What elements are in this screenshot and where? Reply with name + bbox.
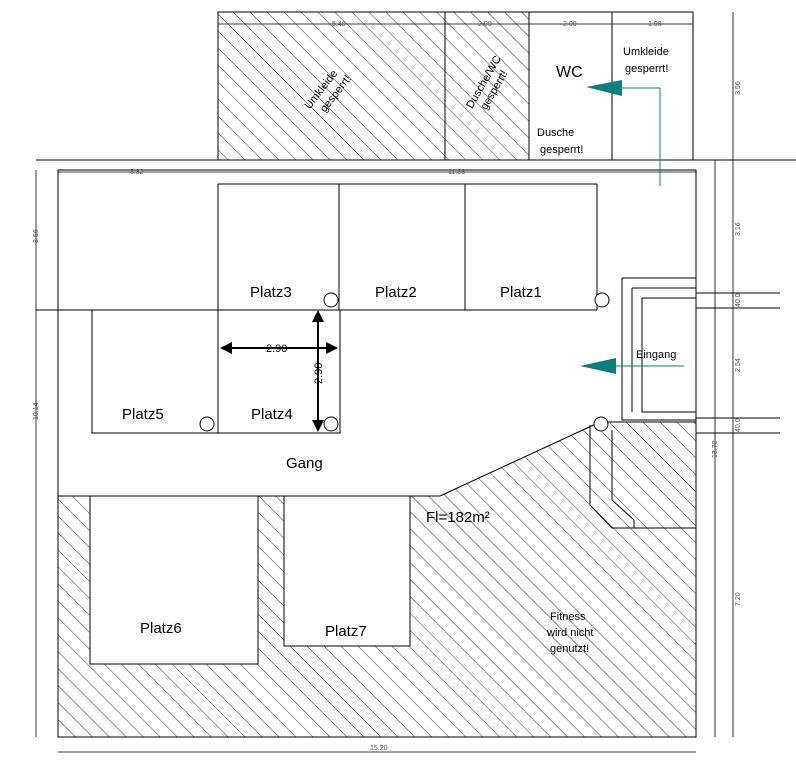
svg-text:Fitness: Fitness (550, 611, 586, 623)
label-platz1: Platz1 (500, 284, 542, 301)
label-platz5: Platz5 (122, 406, 164, 423)
label-area: Fl=182m² (426, 509, 490, 526)
svg-text:40.0: 40.0 (735, 293, 742, 307)
label-platz7: Platz7 (325, 623, 367, 640)
main-walls (36, 169, 780, 738)
svg-text:5.40: 5.40 (332, 21, 346, 28)
svg-text:13.70: 13.70 (712, 440, 719, 458)
dimension-labels: 5.40 2.00 2.00 1.98 3.82 11.38 15.20 3.5… (33, 21, 742, 752)
arrow-to-wc-icon (586, 80, 622, 96)
svg-text:3.16: 3.16 (735, 222, 742, 236)
svg-text:3.82: 3.82 (130, 169, 144, 176)
hatched-locked-rooms (218, 12, 529, 160)
label-platz3: Platz3 (250, 284, 292, 301)
hatched-fitness-area (58, 422, 696, 737)
svg-text:15.20: 15.20 (370, 745, 388, 752)
label-platz2: Platz2 (375, 284, 417, 301)
svg-text:Eingang: Eingang (636, 349, 676, 361)
svg-text:1.98: 1.98 (648, 21, 662, 28)
label-platz4: Platz4 (251, 406, 293, 423)
svg-text:10.14: 10.14 (33, 402, 40, 420)
svg-text:7.20: 7.20 (735, 592, 742, 606)
label-gang: Gang (286, 455, 323, 472)
entrance-arrows (580, 80, 684, 374)
label-platz6: Platz6 (140, 620, 182, 637)
svg-text:11.38: 11.38 (448, 169, 465, 176)
room-labels: Platz1 Platz2 Platz3 Platz4 Platz5 Platz… (122, 64, 583, 640)
dimension-lines (35, 12, 734, 753)
svg-text:2.90: 2.90 (266, 343, 287, 355)
svg-text:gesperrt!: gesperrt! (625, 63, 668, 75)
svg-text:2.00: 2.00 (563, 21, 577, 28)
label-wc: WC (556, 64, 583, 81)
svg-text:wird nicht: wird nicht (546, 627, 593, 639)
svg-text:2.90: 2.90 (313, 363, 325, 384)
svg-text:Umkleide: Umkleide (623, 46, 669, 58)
svg-text:2.54: 2.54 (735, 358, 742, 372)
svg-text:Dusche: Dusche (537, 127, 574, 139)
arrow-entrance-icon (580, 358, 616, 374)
svg-text:genutzt!: genutzt! (550, 643, 589, 655)
svg-text:40.0: 40.0 (735, 418, 742, 432)
svg-text:3.56: 3.56 (735, 81, 742, 95)
svg-text:gesperrt!: gesperrt! (540, 144, 583, 156)
svg-text:3.56: 3.56 (33, 229, 40, 243)
columns (199, 292, 610, 432)
top-rooms (36, 11, 796, 161)
svg-text:2.00: 2.00 (478, 21, 492, 28)
